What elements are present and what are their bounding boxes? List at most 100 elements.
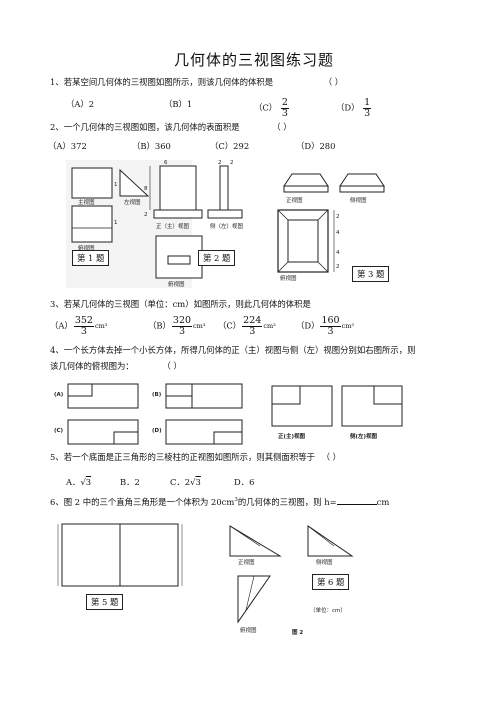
q3-a-numerator: 352 xyxy=(73,315,94,327)
fig6-front-caption: 正视图 xyxy=(238,558,255,566)
fig6-top-caption: 俯视图 xyxy=(240,626,257,634)
q5-option-d: D．6 xyxy=(234,477,255,487)
q1-c-numerator: 2 xyxy=(280,97,289,109)
fig3-dim-d: 2 xyxy=(336,264,340,270)
q2-option-b: （B）360 xyxy=(132,141,171,151)
q3-c-denominator: 3 xyxy=(249,325,256,337)
fig3-dim-a: 2 xyxy=(336,214,340,220)
fig6-caption: 图 2 xyxy=(292,628,303,636)
question-2-stem: 2、一个几何体的三视图如图，该几何体的表面积是 xyxy=(50,122,240,132)
q5-c-radicand: 3 xyxy=(195,477,201,487)
q2-option-c: （C）292 xyxy=(210,141,250,151)
fig2-dim-side-b: 2 xyxy=(230,160,234,166)
fig3-side-caption: 侧视图 xyxy=(350,196,367,204)
q1-option-b: （B）1 xyxy=(164,99,193,109)
question-6-stem-b: 的几何体的三视图，则 h= xyxy=(237,497,337,507)
question-6-stem-a: 6、图 2 中的三个直角三角形是一个体积为 20cm xyxy=(50,497,235,507)
q4-side-caption: 侧(左)视图 xyxy=(350,432,378,440)
figure-6-triangle-views: 正视图 侧视图 俯视图 （单位：cm） 图 2 xyxy=(229,525,354,636)
q3-option-d-label: （D） xyxy=(296,320,320,331)
figure-5-prism-front-view xyxy=(57,523,183,587)
question-1-text: 1、若某空间几何体的三视图如图所示，则该几何体的体积是 （ ） xyxy=(50,76,343,88)
q3-d-numerator: 160 xyxy=(320,315,341,327)
q3-c-unit: cm³ xyxy=(263,322,276,330)
q4-front-caption: 正(主)视图 xyxy=(278,432,306,440)
fig2-front-caption: 正（主）视图 xyxy=(156,222,190,230)
question-4-line-2: 该几何体的俯视图为： （ ） xyxy=(50,360,182,372)
question-2-options: （A）372 （B）360 （C）292 （D）280 xyxy=(48,140,368,152)
q3-d-unit: cm³ xyxy=(341,322,355,330)
q3-a-denominator: 3 xyxy=(80,325,87,337)
fig3-dim-b: 4 xyxy=(336,230,340,236)
question-3-text: 3、若某几何体的三视图（单位：cm）如图所示，则此几何体的体积是 xyxy=(50,299,311,309)
fig6-unit-note: （单位：cm） xyxy=(310,606,346,614)
q2-option-a: （A）372 xyxy=(48,141,87,151)
question-4-line-1: 4、一个长方体去掉一个小长方体，所得几何体的正（主）视图与侧（左）视图分别如右图… xyxy=(50,345,416,355)
q1-option-c-label: （C） xyxy=(254,102,278,113)
fig3-top-caption: 俯视图 xyxy=(280,274,297,282)
question-1-stem: 1、若某空间几何体的三视图如图所示，则该几何体的体积是 xyxy=(50,77,274,87)
q3-option-a-label: （A） xyxy=(50,320,73,331)
q3-b-unit: cm³ xyxy=(193,322,206,330)
fig2-dim-side-a: 2 xyxy=(218,160,222,166)
q5-a-radicand: 3 xyxy=(85,477,92,487)
fig1-dim-a: 1 xyxy=(114,182,118,188)
figure-2-label: 第 2 题 xyxy=(198,250,236,266)
q2-option-d: （D）280 xyxy=(296,141,336,151)
q5-option-a-label: A． xyxy=(66,477,81,487)
fig2-dim-top: 6 xyxy=(164,160,168,166)
question-2-answer-paren: （ ） xyxy=(272,122,292,132)
q4-given-views: 正(主)视图 侧(左)视图 xyxy=(271,385,403,440)
fig6-side-caption: 侧视图 xyxy=(316,558,333,566)
figure-2-three-views: 8 2 6 2 2 正（主）视图 侧（左）视图 俯视图 xyxy=(144,160,244,288)
page-title: 几何体的三视图练习题 xyxy=(174,51,335,69)
q1-option-a: （A）2 xyxy=(66,99,95,109)
question-5-options: A．√3 B．2 C．2√3 D．6 xyxy=(66,476,306,490)
figure-1-label: 第 1 题 xyxy=(72,250,110,266)
q4-option-figures: (A) (B) (C) (D) xyxy=(54,383,243,445)
fig1-top-view-caption: 俯视图 xyxy=(78,244,95,252)
sqrt-icon: √ xyxy=(80,477,86,487)
question-5-answer-paren: （ ） xyxy=(321,452,342,462)
q6-answer-blank[interactable] xyxy=(336,504,377,505)
q3-a-unit: cm³ xyxy=(94,322,108,330)
figure-6-label: 第 6 题 xyxy=(312,574,350,590)
question-2-text: 2、一个几何体的三视图如图，该几何体的表面积是 （ ） xyxy=(50,121,292,133)
q4-option-b-label: (B) xyxy=(152,392,162,398)
q4-option-d-label: (D) xyxy=(152,428,162,434)
q5-option-c: C．2√3 xyxy=(170,476,201,488)
fig3-dim-c: 4 xyxy=(336,250,340,256)
q3-c-numerator: 224 xyxy=(242,315,263,327)
fig1-left-view-caption: 左视图 xyxy=(124,198,141,206)
fig2-dim-height: 8 xyxy=(144,186,148,192)
fig2-dim-base: 2 xyxy=(144,212,148,218)
question-4-stem-end: 该几何体的俯视图为： xyxy=(50,361,134,371)
q3-b-denominator: 3 xyxy=(178,325,185,337)
q3-b-numerator: 320 xyxy=(171,315,193,327)
figure-5-label: 第 5 题 xyxy=(86,594,124,610)
q3-option-c-label: （C） xyxy=(218,320,242,331)
q1-d-denominator: 3 xyxy=(364,107,371,119)
fig1-dim-b: 1 xyxy=(114,220,118,226)
q5-option-b: B．2 xyxy=(120,477,140,487)
q5-option-a: A．√3 xyxy=(66,476,91,488)
q4-option-c-label: (C) xyxy=(54,428,64,434)
figure-3-label: 第 3 题 xyxy=(352,266,390,282)
fig3-front-caption: 正视图 xyxy=(286,196,303,204)
q1-c-denominator: 3 xyxy=(281,107,288,119)
figure-3-three-views: 正视图 侧视图 俯视图 2 4 4 2 xyxy=(277,173,385,282)
fig2-top-caption: 俯视图 xyxy=(168,280,185,288)
q5-option-c-label: C．2 xyxy=(170,477,191,487)
